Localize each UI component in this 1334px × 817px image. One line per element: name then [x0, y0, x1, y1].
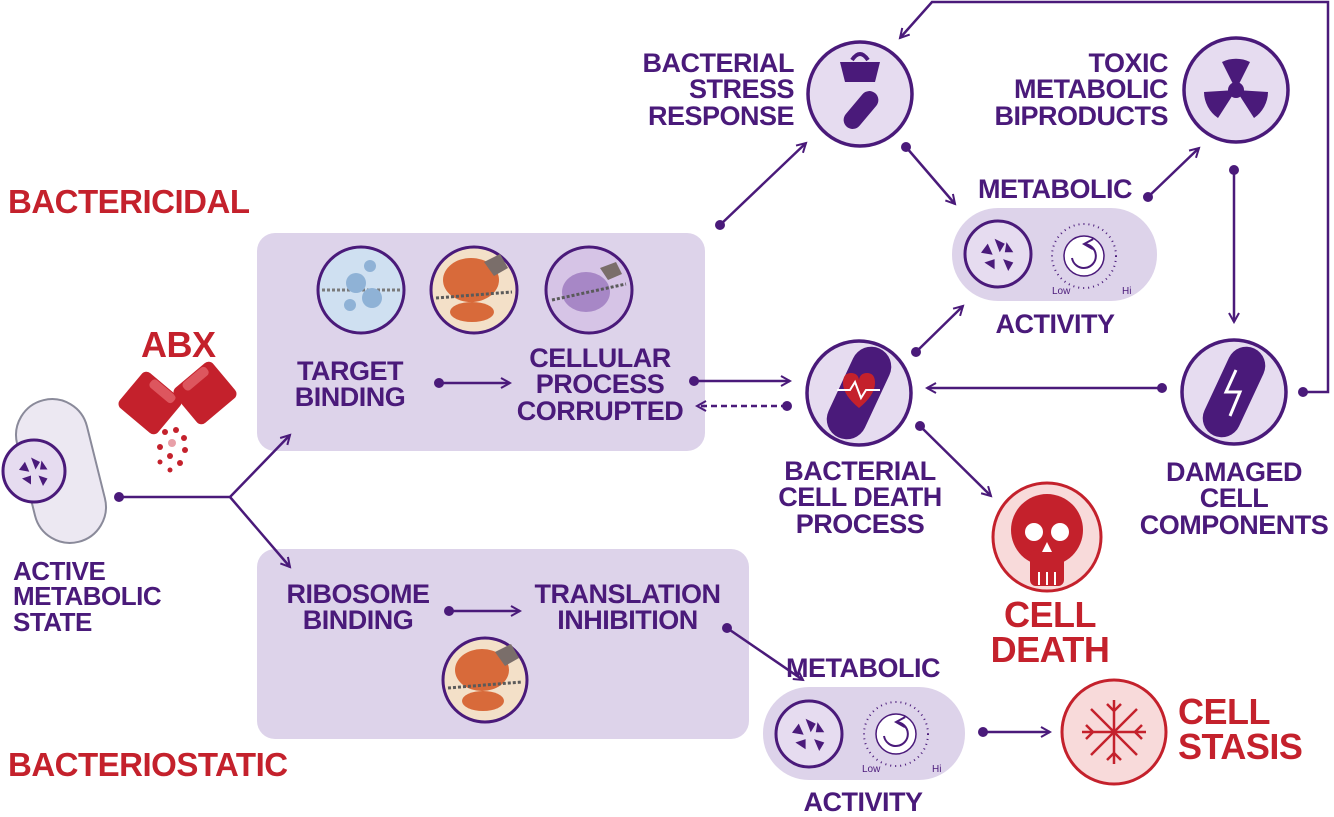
bacteriostatic-label: BACTERIOSTATIC — [8, 746, 288, 783]
cell-stasis-snowflake-icon — [1060, 678, 1168, 786]
damaged-components-label: DAMAGED CELL COMPONENTS — [1139, 457, 1329, 540]
target-to-process-arrow — [434, 378, 510, 388]
activity-dial-top-icon — [1051, 223, 1117, 289]
stress-response-label: BACTERIAL STRESS RESPONSE — [642, 48, 795, 131]
metabolism-top-icon — [963, 219, 1033, 289]
activity-dial-bottom-icon — [863, 701, 929, 767]
ribosome-binding-arrow — [444, 606, 520, 616]
ribosome-binding-label: RIBOSOME BINDING — [286, 579, 430, 636]
metabolism-bottom-icon — [774, 699, 844, 769]
damaged-components-icon — [1180, 338, 1288, 446]
bacterium-icon — [1, 398, 107, 544]
death-process-icon — [805, 339, 913, 447]
activity-bottom-label: ACTIVITY — [803, 787, 923, 817]
metabolic-top-label: METABOLIC — [978, 174, 1132, 204]
corrupted-process-icon — [544, 245, 634, 335]
metabolic-bottom-label: METABOLIC — [786, 653, 940, 683]
active-metabolic-state-label: ACTIVE METABOLIC STATE — [13, 556, 162, 637]
dial-hi-bottom-label: Hi — [932, 764, 942, 775]
ribosome-icon — [429, 245, 519, 335]
target-binding-icon — [316, 245, 406, 335]
cell-death-skull-icon — [991, 481, 1103, 593]
cell-stasis-label: CELL STASIS — [1178, 691, 1303, 768]
dial-low-top-label: Low — [1052, 286, 1071, 297]
process-to-death-arrow — [689, 376, 790, 386]
cellular-process-label: CELLULAR PROCESS CORRUPTED — [516, 343, 684, 426]
antibiotic-capsule-icon — [118, 361, 237, 473]
dial-low-bottom-label: Low — [862, 764, 881, 775]
target-binding-label: TARGET BINDING — [294, 356, 406, 413]
translation-to-metabolic-arrow — [722, 623, 803, 680]
death-to-process-dashed-arrow — [697, 401, 792, 411]
bactericidal-label: BACTERICIDAL — [8, 183, 250, 220]
toxic-biproducts-icon — [1182, 36, 1290, 144]
network-arrows — [715, 0, 1330, 496]
cell-death-label: CELL DEATH — [990, 594, 1110, 671]
activity-top-label: ACTIVITY — [995, 309, 1115, 339]
metabolic-to-stasis-arrow — [978, 727, 1050, 737]
translation-inhibition-label: TRANSLATION INHIBITION — [534, 579, 721, 636]
abx-label: ABX — [141, 324, 216, 365]
toxic-biproducts-label: TOXIC METABOLIC BIPRODUCTS — [994, 48, 1168, 131]
ribosome-bottom-icon — [441, 636, 529, 724]
stress-response-icon — [806, 40, 914, 148]
dial-hi-top-label: Hi — [1122, 286, 1132, 297]
death-process-label: BACTERIAL CELL DEATH PROCESS — [778, 456, 942, 539]
branch-connector — [114, 435, 290, 567]
